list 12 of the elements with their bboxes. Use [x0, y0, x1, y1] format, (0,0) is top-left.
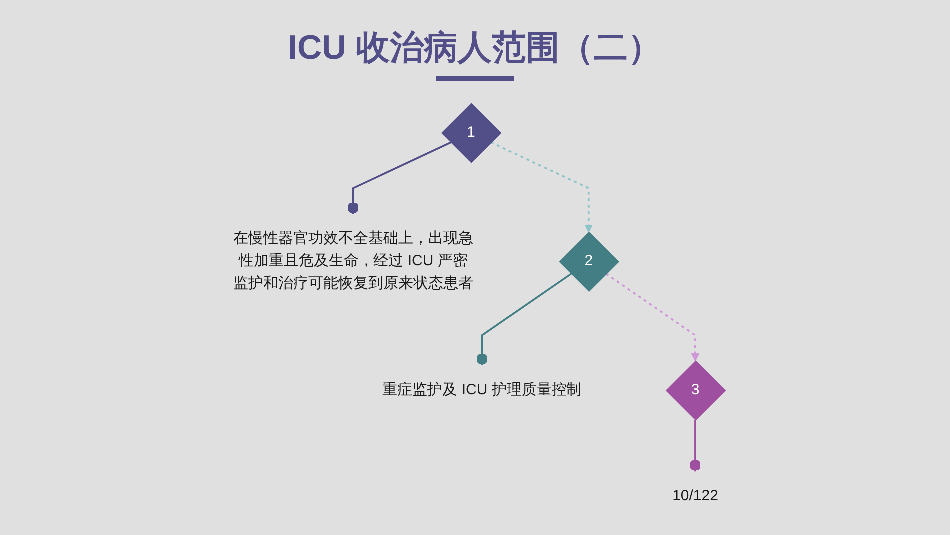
node-diamond: 3 — [666, 360, 726, 421]
arrow — [490, 142, 593, 233]
connector — [348, 142, 452, 214]
node-text: 重症监护及 ICU 护理质量控制 — [382, 382, 582, 398]
arrow — [606, 273, 700, 362]
node-text: 在慢性器官功效不全基础上，出现急性加重且危及生命，经过 ICU 严密监护和治疗可能恢复到原来状态患者 — [233, 231, 474, 292]
connector — [690, 420, 702, 472]
title: ICU 收治病人范围（二） — [288, 28, 662, 69]
node-diamond: 2 — [559, 232, 620, 292]
node-diamond: 1 — [441, 103, 502, 164]
node-text: 10/122 — [672, 488, 718, 504]
connector — [476, 273, 572, 366]
